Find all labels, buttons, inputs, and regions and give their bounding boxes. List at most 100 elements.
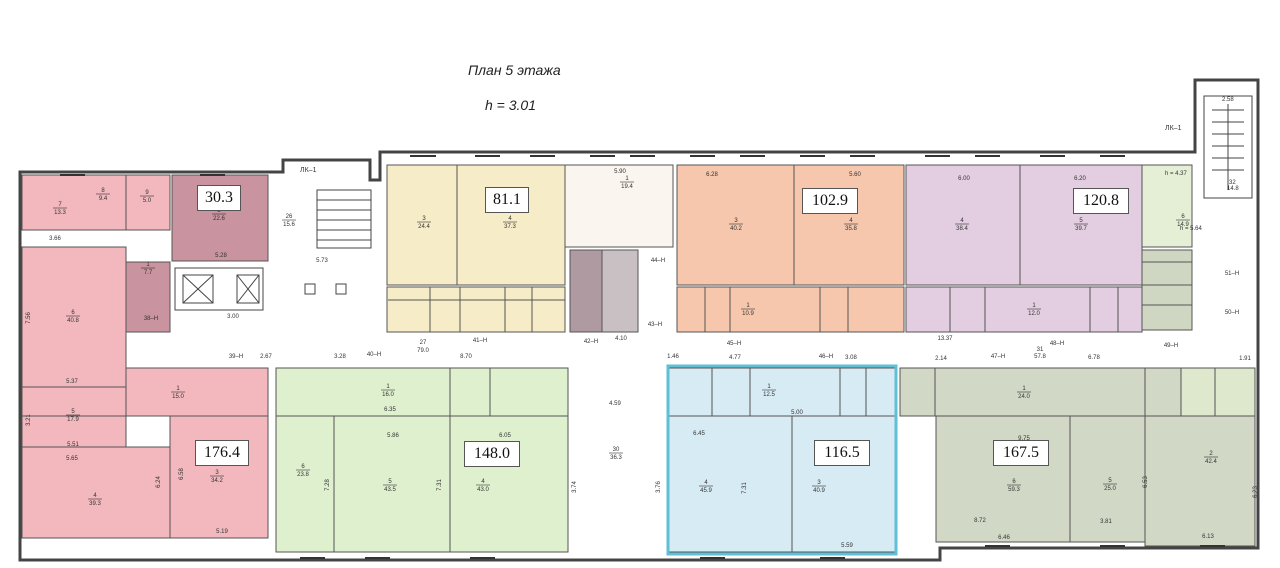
dimension-label: 1.91 (1239, 356, 1251, 362)
zone-pink-34 (169, 415, 269, 539)
zone-81-1-b (456, 164, 566, 286)
lk-left-label: ЛК–1 (300, 167, 317, 174)
dimension-label: 27 (420, 340, 427, 346)
dimension-label: 2.14 (935, 356, 947, 362)
corridor-label: 43–Н (648, 322, 662, 328)
room-number: 2 (1209, 451, 1213, 457)
room-area: 16.0 (382, 392, 394, 398)
room-area: 12.5 (763, 392, 775, 398)
dimension-label: 5.60 (849, 172, 861, 178)
zone-120-8-b (1019, 164, 1143, 286)
dimension-label: 5.65 (66, 456, 78, 462)
dimension-label: 6.23 (1253, 486, 1259, 498)
zone-148-top (275, 367, 569, 417)
zone-area-167-5: 167.5 (993, 440, 1049, 466)
height-label: h = 3.01 (485, 97, 536, 113)
dimension-label: 4.10 (615, 336, 627, 342)
dimension-label: 5.86 (387, 433, 399, 439)
dimension-label: 6.28 (706, 172, 718, 178)
zone-area-116-5: 116.5 (814, 440, 870, 466)
dimension-label: 3.81 (1100, 519, 1112, 525)
room-number: 5 (1079, 218, 1083, 224)
zone-148-c (449, 415, 569, 553)
dimension-label: 3.76 (656, 481, 662, 493)
room-area: 24.0 (1018, 394, 1030, 400)
zone-area-148-0: 148.0 (464, 441, 520, 467)
dimension-label: 6.45 (693, 431, 705, 437)
room-number: 30 (613, 447, 620, 453)
room-number: 1 (386, 384, 390, 390)
stair-right (1203, 95, 1253, 199)
room-area: 24.4 (418, 224, 430, 230)
dimension-label: 5.59 (841, 543, 853, 549)
zone-area-120-8: 120.8 (1073, 188, 1129, 214)
dimension-label: 5.19 (216, 529, 228, 535)
room-area: 7.7 (144, 270, 153, 276)
room-number: 5 (388, 479, 392, 485)
dimension-label: 3.21 (26, 414, 32, 426)
h-small2-label: h = 5.64 (1180, 226, 1203, 232)
room-number: 4 (93, 493, 97, 499)
dimension-label: 9.75 (1018, 436, 1030, 442)
room-area: 23.8 (297, 472, 309, 478)
zone-167-cell (1144, 367, 1182, 417)
windows (60, 155, 1225, 559)
room-number: 6 (71, 310, 75, 316)
zone-116-top (667, 367, 897, 417)
stair-room-number: 32 (1229, 180, 1236, 186)
dimension-label: 3.00 (227, 314, 239, 320)
room-area: 25.0 (1104, 486, 1116, 492)
dimension-label: 57.8 (1034, 354, 1046, 360)
corridor-label: 49–Н (1164, 343, 1178, 349)
room-area: 15.0 (172, 394, 184, 400)
zone-pink-cell (125, 174, 171, 231)
corridor-label: 40–Н (367, 352, 381, 358)
room-area: 17.9 (67, 417, 79, 423)
room-area: 39.7 (1075, 226, 1087, 232)
room-number: 6 (1012, 479, 1016, 485)
room-number: 5 (71, 409, 75, 415)
room-number: 1 (176, 386, 180, 392)
corridor-label: 38–Н (144, 316, 158, 322)
zone-167-a (935, 415, 1071, 543)
dimension-label: 5.28 (215, 253, 227, 259)
room-number: 2 (217, 208, 221, 214)
zone-pink-mid (21, 386, 127, 448)
corridor-label: 44–Н (651, 258, 665, 264)
zone-pink-15 (125, 367, 269, 417)
room-number: 4 (481, 479, 485, 485)
building-outline (18, 78, 1260, 562)
zone-102-9-b (793, 164, 905, 286)
room-number: 4 (849, 218, 853, 224)
dimension-label: 6.53 (1143, 476, 1149, 488)
corridor-label: 45–Н (727, 341, 741, 347)
corridor-label: 46–Н (819, 354, 833, 360)
zone-pink-left (21, 246, 127, 388)
room-area: 35.8 (845, 226, 857, 232)
room-number: 8 (101, 188, 105, 194)
dimension-label: 8.72 (974, 518, 986, 524)
zone-167-c (1144, 415, 1256, 547)
room-area: 22.6 (213, 216, 225, 222)
dimension-label: 1.46 (667, 354, 679, 360)
room-number: 1 (625, 176, 629, 182)
zone-grey-green (1141, 249, 1193, 331)
dimension-label: 6.00 (958, 176, 970, 182)
room-number: 3 (817, 480, 821, 486)
corridor-label: 48–Н (1050, 341, 1064, 347)
dimension-label: 5.51 (67, 442, 79, 448)
room-area: 43.0 (477, 487, 489, 493)
dimension-label: 7.56 (26, 312, 32, 324)
stair-width: 2.58 (1222, 97, 1234, 103)
dimension-label: 7.31 (742, 482, 748, 494)
room-area: 36.3 (610, 455, 622, 461)
zone-area-30-3: 30.3 (197, 185, 241, 211)
zone-area-176-4: 176.4 (195, 440, 249, 466)
zones (21, 164, 1256, 556)
dimension-label: 5.90 (614, 169, 626, 175)
room-area: 43.5 (384, 487, 396, 493)
room-number: 1 (1032, 303, 1036, 309)
zone-148-b (333, 415, 451, 553)
